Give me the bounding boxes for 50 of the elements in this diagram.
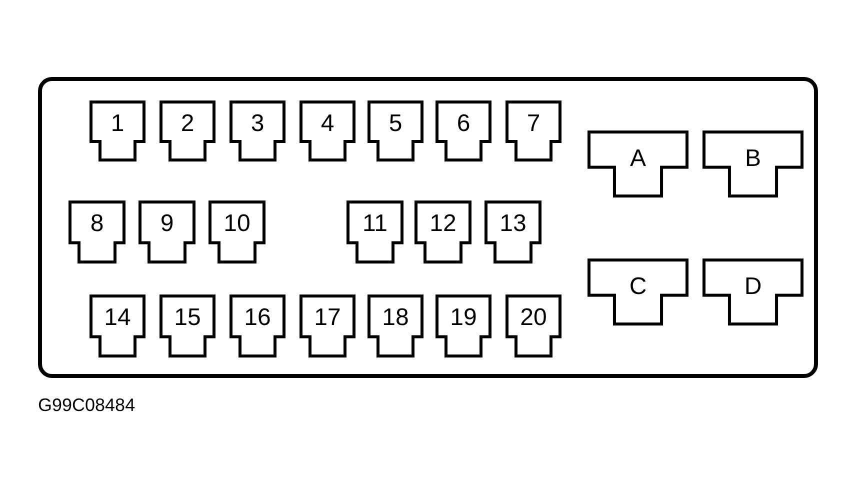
fuse-socket [369,102,422,160]
fuse-socket [231,296,284,356]
fuse-number: 10 [222,211,252,237]
fuse-socket [437,296,490,356]
relay-letter: A [628,146,647,172]
relay-socket [704,260,802,324]
fuse-number: 5 [388,111,404,137]
fuse-socket [437,102,490,160]
fuse-number: 9 [159,211,175,237]
fuse-socket [348,202,402,262]
fuse-socket [301,102,354,160]
fuse-socket [369,296,422,356]
relay-socket [589,260,687,324]
relay-socket [704,132,802,196]
fuse-socket [91,296,144,356]
fuse-socket [416,202,470,262]
fuse-socket [231,102,284,160]
fuse-number: 4 [320,111,336,137]
fuse-number: 11 [362,211,388,237]
fuse-number: 14 [103,305,132,331]
fuse-number: 16 [243,305,272,331]
fuse-number: 8 [89,211,105,237]
fuse-number: 6 [456,111,472,137]
figure-code: G99C08484 [38,395,136,416]
fuse-socket [210,202,264,262]
fuse-number: 18 [381,305,410,331]
relay-letter: C [628,274,648,300]
fuse-socket [507,296,560,356]
fuse-socket [70,202,124,262]
fuse-number: 12 [428,211,458,237]
fuse-number: 2 [180,111,196,137]
fuse-number: 15 [173,305,202,331]
fuse-socket [161,102,214,160]
fuse-socket [301,296,354,356]
fuse-number: 7 [526,111,542,137]
fuse-socket [486,202,540,262]
fuse-number: 1 [110,111,126,137]
fuse-socket [161,296,214,356]
relay-letter: B [744,146,762,172]
fuse-number: 13 [498,211,528,237]
fuse-socket [91,102,144,160]
relay-letter: D [743,274,763,300]
fuse-number: 19 [449,305,478,331]
relay-socket [589,132,687,196]
fuse-number: 3 [250,111,266,137]
fuse-socket [140,202,194,262]
fuse-number: 17 [313,305,342,331]
fuse-box-outline [38,77,818,378]
fuse-number: 20 [519,305,548,331]
fuse-socket [507,102,560,160]
